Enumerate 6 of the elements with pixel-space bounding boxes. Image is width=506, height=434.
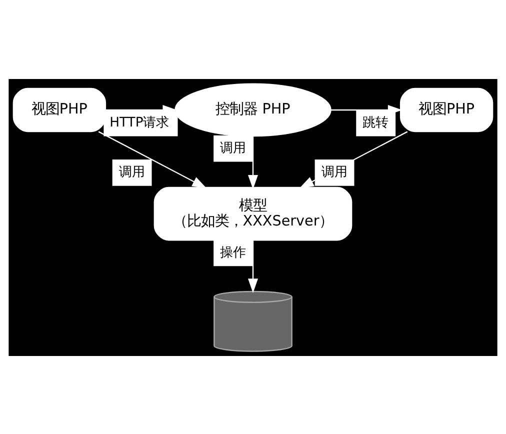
edge-label: 操作 [220, 244, 246, 260]
edge-label: 调用 [220, 140, 246, 156]
edge-label: 调用 [118, 164, 145, 180]
edge-label: 跳转 [362, 114, 389, 130]
edge-label: HTTP请求 [110, 114, 170, 130]
edge-label: 调用 [321, 164, 348, 180]
